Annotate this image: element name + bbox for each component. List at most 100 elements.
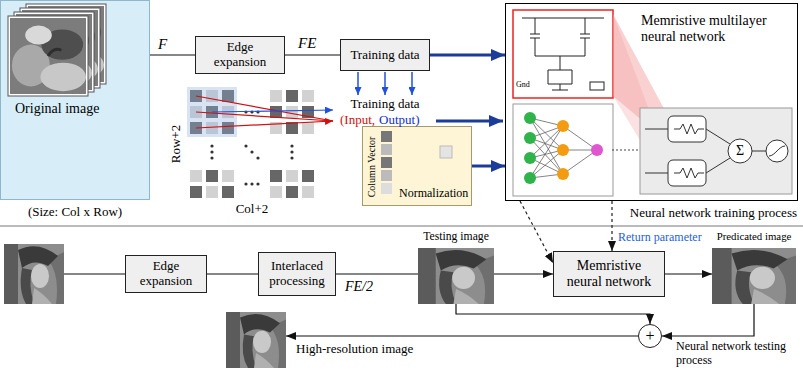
neural-net-sketch	[524, 172, 536, 184]
training-arrows	[196, 96, 333, 121]
connector	[662, 304, 754, 336]
node-text: Memristive neural network	[560, 258, 658, 290]
normalization-fill	[381, 131, 392, 142]
pixel-grid	[250, 182, 253, 185]
process-box: Edge expansion	[125, 255, 207, 293]
pixel-grid	[210, 110, 293, 185]
neural-net-sketch	[513, 104, 640, 196]
node-text: +	[645, 327, 654, 345]
normalization-fill	[381, 144, 392, 155]
neuron-block	[640, 108, 792, 194]
image-stack	[8, 16, 88, 96]
pixel-grid	[250, 150, 253, 153]
neuron-block	[645, 173, 668, 174]
network-panel: Memristive multilayer neural network	[505, 3, 798, 201]
pixel-grid	[210, 156, 213, 159]
neuron-block	[640, 108, 792, 194]
image-stack	[10, 18, 86, 94]
dimension-label: Row+2	[169, 125, 184, 163]
neural-net-sketch	[524, 132, 536, 144]
process-box: Memristive neural network	[553, 251, 665, 297]
connector	[430, 54, 505, 57]
input-label: (Input,	[340, 113, 375, 128]
image-tile: High-resolution image	[226, 312, 420, 368]
process-box: Edge expansion	[195, 36, 285, 74]
neural-net-sketch	[557, 120, 569, 132]
connector	[472, 165, 505, 168]
process-caption: Neural network training process	[630, 206, 797, 221]
image-panel-fill	[0, 0, 150, 200]
pixel-grid	[190, 170, 234, 198]
neuron-block	[752, 151, 766, 152]
node-text: Normalization	[399, 187, 468, 201]
training-arrows	[196, 72, 503, 128]
section-divider	[0, 226, 803, 227]
pixel-grid	[187, 87, 314, 198]
node-text: Edge expansion	[132, 259, 200, 289]
connector	[207, 273, 258, 274]
circuit-schematic	[522, 18, 604, 90]
node-text: Memristive multilayer neural network	[641, 13, 793, 45]
training-arrows	[384, 72, 386, 95]
circuit-schematic	[513, 10, 613, 98]
normalization-box: Column VectorNormalization	[362, 126, 472, 206]
node-text: Training data	[350, 48, 419, 63]
connector	[611, 201, 612, 251]
connector	[456, 304, 650, 324]
sum-circle: +	[638, 324, 662, 348]
training-arrows	[357, 72, 359, 95]
node-text: Interlaced processing	[265, 259, 329, 289]
training-arrows	[196, 121, 333, 128]
node-text: Column Vector	[366, 137, 378, 198]
image-panel: Original image	[0, 0, 150, 200]
photo	[712, 248, 796, 304]
process-box: Interlaced processing	[258, 252, 336, 296]
photo	[418, 248, 494, 304]
neural-net-sketch	[591, 144, 603, 156]
node-text: Predicated image	[712, 230, 796, 242]
connector	[285, 54, 340, 55]
node-text: Edge expansion	[202, 40, 278, 70]
normalization-fill	[381, 170, 392, 181]
training-arrows	[436, 120, 503, 123]
sum-symbol: Σ	[736, 143, 744, 159]
process-box: Training data	[340, 39, 430, 71]
node-text: Original image	[15, 101, 99, 117]
normalization-fill	[440, 146, 452, 158]
photo	[64, 273, 125, 274]
data-label: Training data	[350, 97, 419, 112]
pixel-grid	[256, 156, 259, 159]
dimension-label: Col+2	[236, 202, 269, 217]
normalization-fill	[381, 157, 392, 168]
node-text: High-resolution image	[296, 342, 413, 357]
pixel-grid	[256, 182, 259, 185]
edge-label: FE	[298, 35, 316, 52]
process-caption: Neural network testing process	[676, 340, 796, 368]
pixel-grid	[244, 144, 247, 147]
connector	[665, 273, 712, 274]
pixel-grid	[210, 144, 213, 147]
connector	[520, 201, 553, 263]
connector	[150, 54, 195, 55]
connector	[494, 273, 553, 274]
output-label: Output)	[379, 113, 419, 128]
neural-net-sketch	[557, 144, 569, 156]
pin-label: Gnd	[516, 80, 530, 89]
edge-label: FE/2	[345, 279, 373, 295]
section-divider	[0, 226, 803, 227]
training-arrows	[196, 112, 333, 121]
neuron-block	[706, 158, 730, 173]
photo	[4, 244, 796, 368]
neural-net-sketch	[524, 112, 536, 124]
size-note: (Size: Col x Row)	[28, 205, 122, 220]
image-stack	[8, 4, 106, 96]
neural-net-sketch	[557, 168, 569, 180]
annotation: Return parameter	[618, 231, 702, 245]
pixel-grid	[210, 150, 213, 153]
neuron-block	[645, 129, 668, 130]
image-tile: Predicated image	[712, 230, 796, 304]
pixel-grid	[290, 144, 293, 147]
connector	[336, 273, 418, 274]
